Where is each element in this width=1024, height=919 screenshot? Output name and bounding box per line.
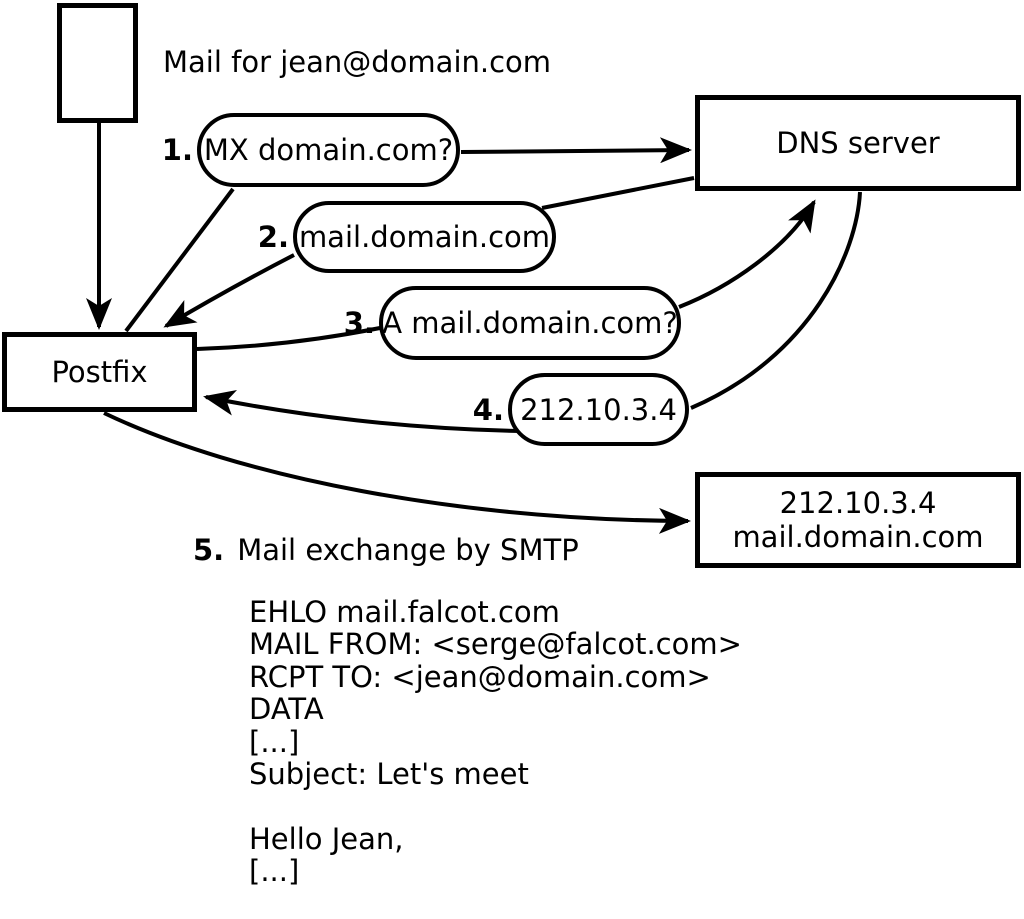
diagram-title: Mail for jean@domain.com <box>163 45 552 79</box>
step-number-3: 3. <box>343 306 375 340</box>
line-postfix-to-mx-query <box>124 187 235 333</box>
destination-ip: 212.10.3.4 <box>779 486 937 520</box>
step-number-5: 5. <box>193 533 225 567</box>
arrow-mx-answer-to-postfix <box>163 253 295 328</box>
line-dns-to-mx-answer <box>541 176 695 210</box>
arrow-mx-query-to-dns <box>460 137 692 164</box>
mail-message-box <box>57 3 138 123</box>
postfix-label: Postfix <box>51 355 148 389</box>
arrow-a-query-to-dns <box>678 199 816 309</box>
arrow-postfix-to-mail-server <box>103 411 691 534</box>
step-number-2: 2. <box>257 220 289 254</box>
bubble-mx-query-label: MX domain.com? <box>203 133 454 167</box>
line-dns-to-a-answer <box>690 191 862 410</box>
dns-server-label: DNS server <box>776 126 940 160</box>
line-postfix-to-a-query <box>196 326 381 351</box>
step-5-text: Mail exchange by SMTP <box>237 533 579 567</box>
step-5-label: 5. Mail exchange by SMTP <box>193 533 579 567</box>
bubble-mx-query: MX domain.com? <box>197 113 460 187</box>
arrow-a-answer-to-postfix <box>203 390 521 433</box>
bubble-mx-answer: mail.domain.com <box>293 201 556 273</box>
bubble-a-query: A mail.domain.com? <box>379 286 681 360</box>
dns-server-box: DNS server <box>695 95 1021 191</box>
bubble-a-answer-label: 212.10.3.4 <box>520 392 677 427</box>
destination-server-box: 212.10.3.4 mail.domain.com <box>695 472 1021 568</box>
bubble-a-query-label: A mail.domain.com? <box>382 306 678 340</box>
step-number-4: 4. <box>472 392 504 427</box>
postfix-box: Postfix <box>2 332 197 412</box>
bubble-mx-answer-label: mail.domain.com <box>298 220 551 254</box>
step-number-1: 1. <box>161 133 193 167</box>
destination-hostname: mail.domain.com <box>732 520 984 554</box>
bubble-a-answer: 212.10.3.4 <box>508 373 689 446</box>
